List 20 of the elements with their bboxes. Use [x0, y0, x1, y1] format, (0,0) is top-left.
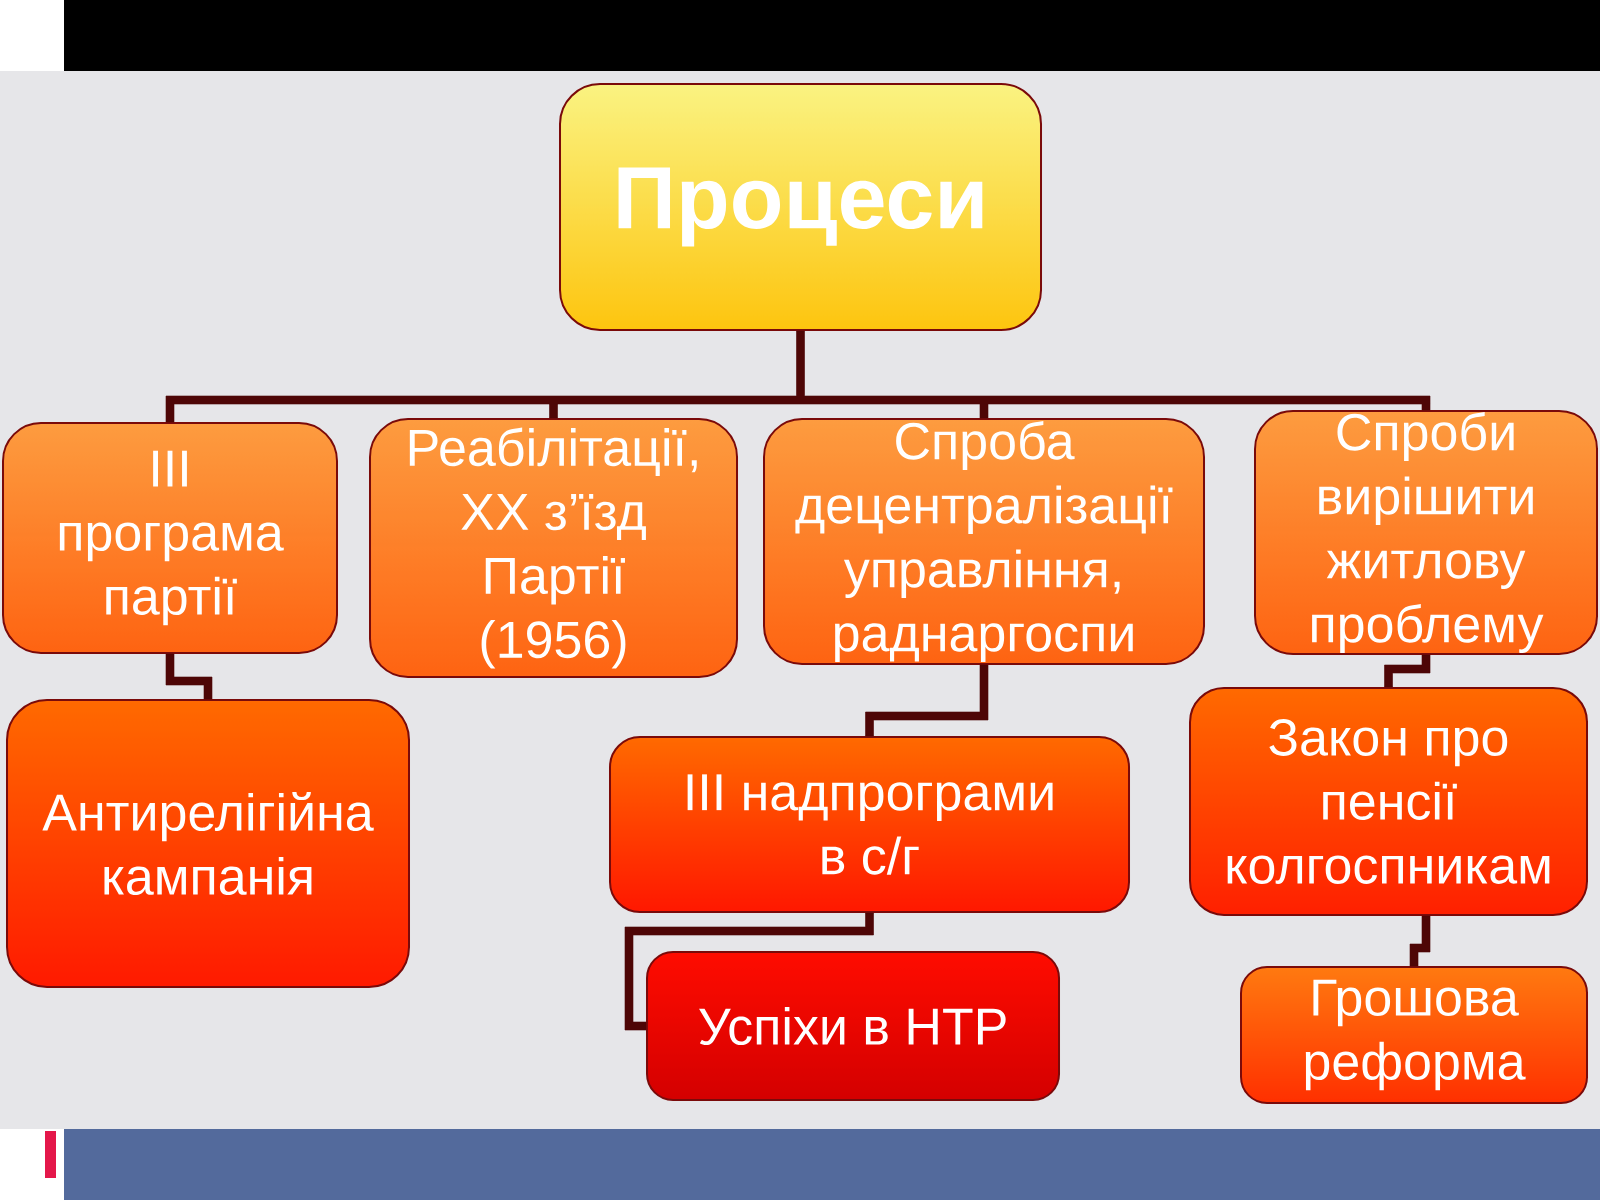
connector-line	[865, 664, 989, 737]
connector-line	[165, 330, 1431, 405]
connector-line	[979, 403, 989, 419]
connector-line	[624, 912, 874, 1031]
connector-line	[1421, 403, 1431, 411]
topic-box: Закон про пенсії колгоспникам	[1189, 687, 1588, 916]
topic-box: Успіхи в НТР	[646, 951, 1060, 1101]
connector-line	[549, 403, 558, 419]
connector-line	[1384, 654, 1431, 688]
connector-line	[1409, 915, 1431, 967]
topic-box: Спроба децентралізації управління, раднаргоспи	[763, 418, 1205, 665]
topic-box: Грошова реформа	[1240, 966, 1588, 1104]
topic-box: Реабілітації, XX з’їзд Партії (1956)	[369, 418, 738, 678]
heading-box: Процеси	[559, 83, 1042, 331]
topic-box: Антирелігійна кампанія	[6, 699, 410, 988]
connector-line	[165, 653, 213, 700]
topic-box: Спроби вирішити житлову проблему	[1254, 410, 1598, 655]
topic-box: III програма партії	[2, 422, 338, 654]
connector-line	[165, 403, 175, 423]
topic-box: III надпрограми в с/г	[609, 736, 1130, 913]
